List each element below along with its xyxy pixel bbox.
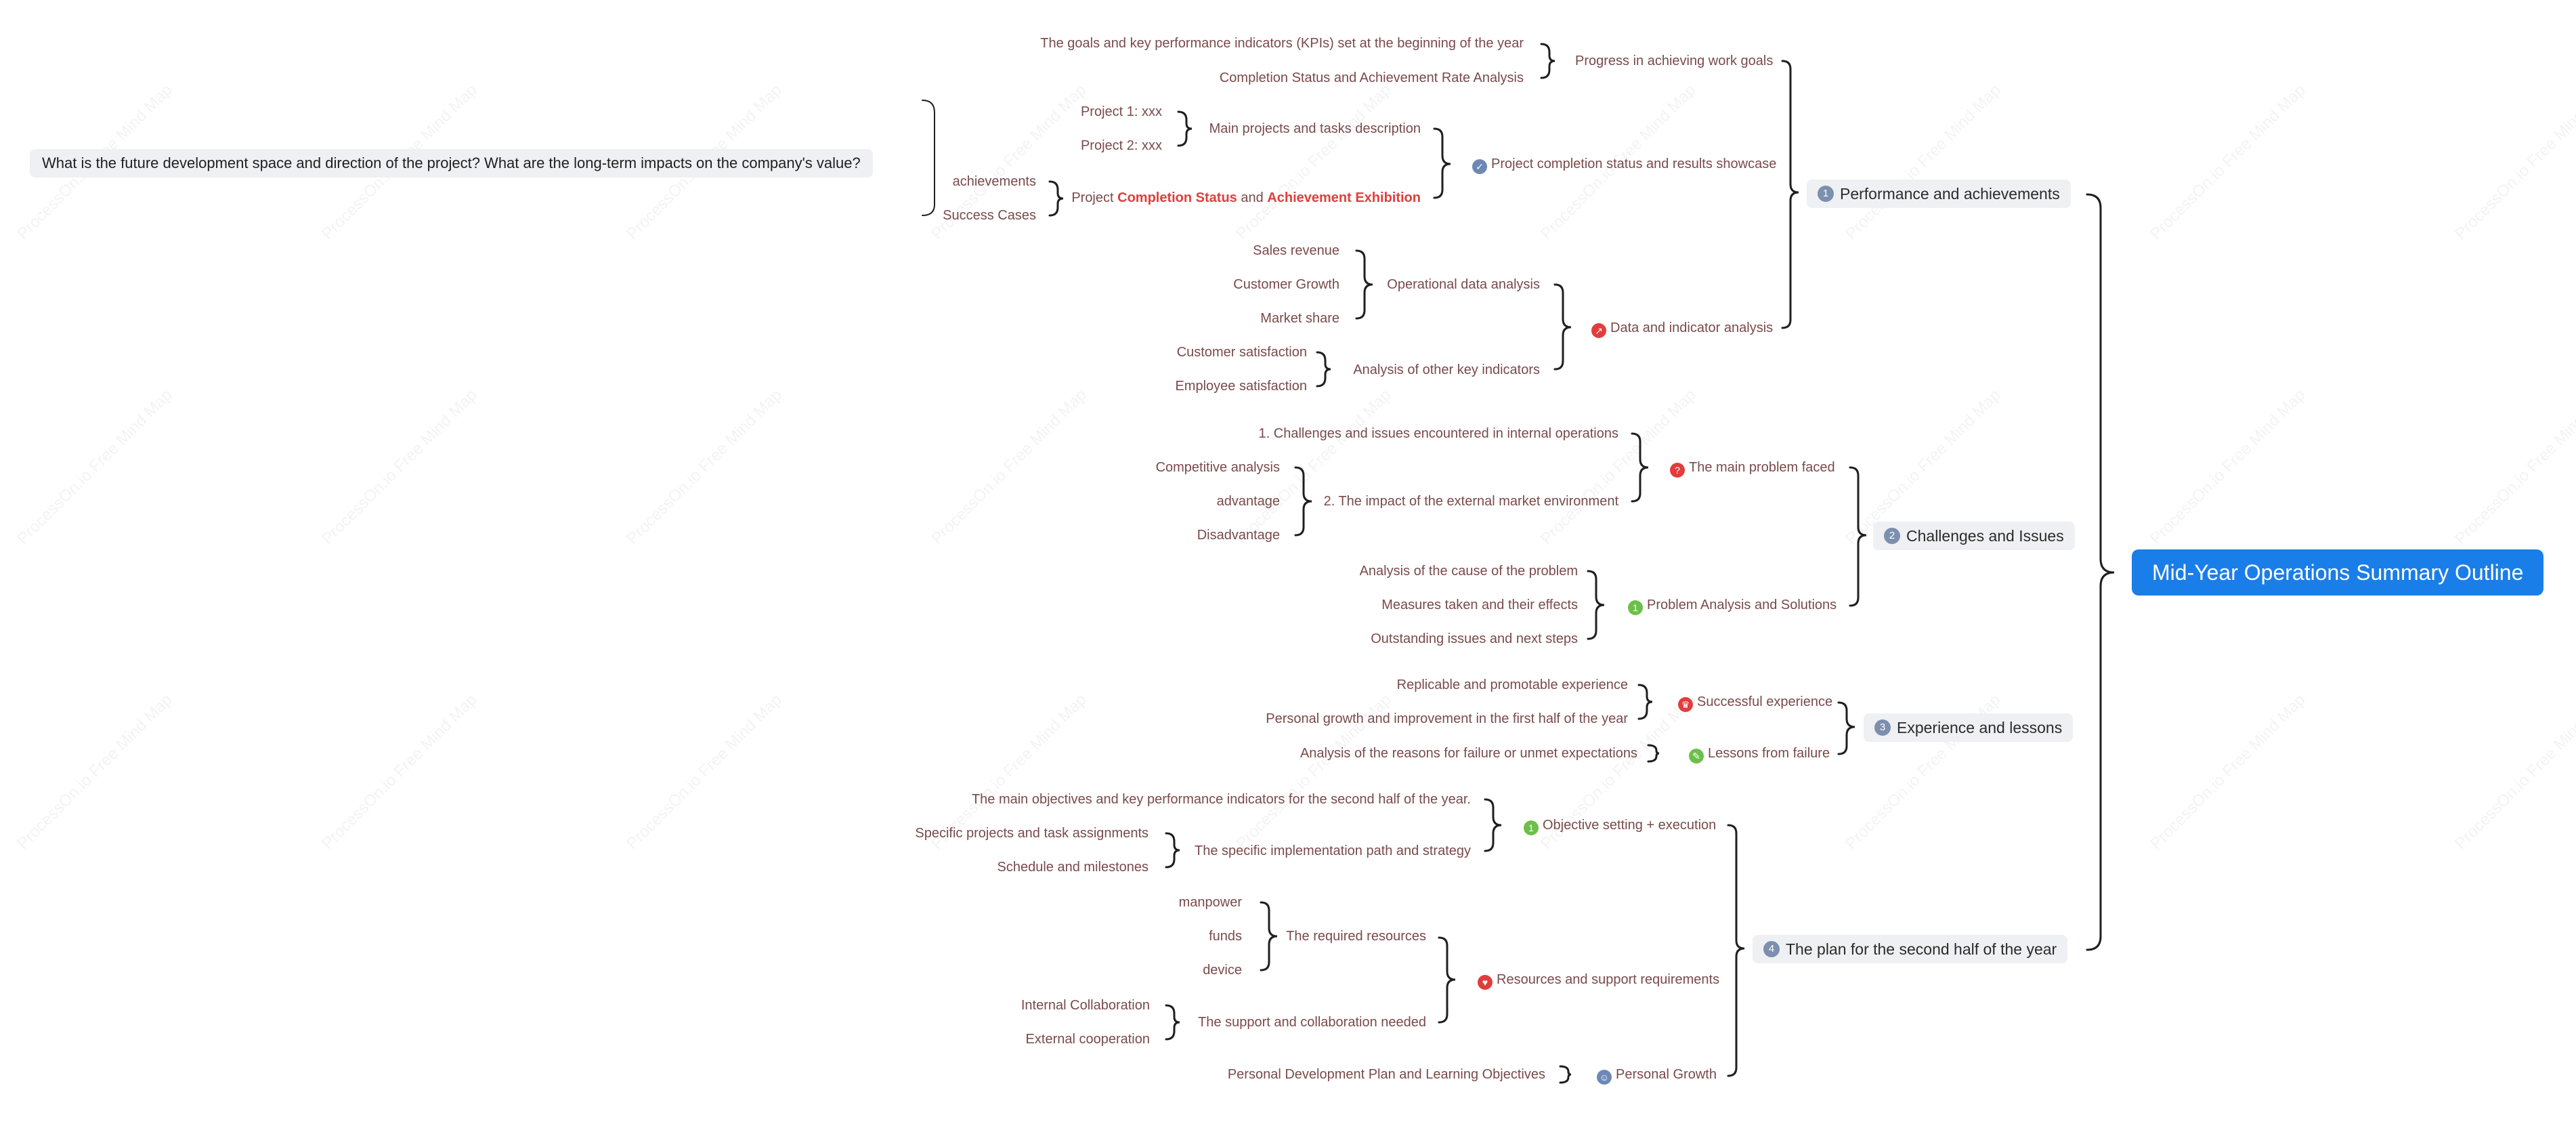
exhibit-and: and bbox=[1237, 190, 1268, 205]
topic-other-indicators[interactable]: Analysis of other key indicators bbox=[1353, 362, 1540, 377]
number-badge-icon: 3 bbox=[1874, 719, 1891, 736]
topic-customer-growth[interactable]: Customer Growth bbox=[1233, 277, 1339, 292]
pencil-icon: ✎ bbox=[1689, 749, 1704, 764]
topic-main-problem[interactable]: ? The main problem faced bbox=[1670, 459, 1835, 478]
crown-icon: ♛ bbox=[1678, 697, 1693, 712]
topic-disadvantage[interactable]: Disadvantage bbox=[1197, 528, 1280, 543]
topic-label: Problem Analysis and Solutions bbox=[1647, 598, 1837, 612]
branch-label: Performance and achievements bbox=[1840, 185, 2060, 203]
check-icon: ✓ bbox=[1472, 159, 1487, 174]
topic-personal-growth[interactable]: ☺ Personal Growth bbox=[1597, 1066, 1717, 1085]
topic-internal-collaboration[interactable]: Internal Collaboration bbox=[1021, 998, 1150, 1013]
number-badge-icon: 1 bbox=[1818, 186, 1834, 202]
topic-cause-analysis[interactable]: Analysis of the cause of the problem bbox=[1359, 564, 1578, 579]
topic-personal-growth-first-half[interactable]: Personal growth and improvement in the f… bbox=[1266, 711, 1628, 726]
branch-label: Challenges and Issues bbox=[1906, 527, 2064, 545]
topic-second-half-objectives[interactable]: The main objectives and key performance … bbox=[971, 792, 1471, 807]
topic-label: Lessons from failure bbox=[1708, 746, 1830, 761]
topic-competitive-analysis[interactable]: Competitive analysis bbox=[1155, 460, 1280, 475]
topic-failure-reasons[interactable]: Analysis of the reasons for failure or u… bbox=[1300, 746, 1637, 761]
topic-label: Project completion status and results sh… bbox=[1491, 156, 1777, 171]
branch-label: The plan for the second half of the year bbox=[1786, 940, 2057, 958]
number-one-icon: 1 bbox=[1524, 820, 1539, 835]
exhibit-pre: Project bbox=[1071, 190, 1118, 205]
topic-advantage[interactable]: advantage bbox=[1216, 494, 1280, 509]
topic-project-2[interactable]: Project 2: xxx bbox=[1080, 138, 1162, 153]
topic-customer-satisfaction[interactable]: Customer satisfaction bbox=[1176, 345, 1307, 360]
topic-objective-setting[interactable]: 1 Objective setting + execution bbox=[1524, 817, 1716, 835]
question-icon: ? bbox=[1670, 463, 1685, 478]
topic-label: Successful experience bbox=[1697, 694, 1833, 709]
topic-progress[interactable]: Progress in achieving work goals bbox=[1575, 54, 1774, 68]
branch-label: Experience and lessons bbox=[1897, 719, 2063, 736]
topic-outstanding-issues[interactable]: Outstanding issues and next steps bbox=[1371, 631, 1578, 646]
topic-device[interactable]: device bbox=[1203, 963, 1242, 978]
topic-market-share[interactable]: Market share bbox=[1260, 311, 1339, 326]
topic-schedule-milestones[interactable]: Schedule and milestones bbox=[997, 860, 1149, 875]
number-badge-icon: 4 bbox=[1763, 941, 1780, 957]
topic-success-cases[interactable]: Success Cases bbox=[943, 208, 1036, 223]
topic-funds[interactable]: funds bbox=[1209, 929, 1242, 944]
topic-kpis[interactable]: The goals and key performance indicators… bbox=[1040, 36, 1524, 51]
branch-performance[interactable]: 1 Performance and achievements bbox=[1807, 180, 2071, 208]
topic-internal-challenges[interactable]: 1. Challenges and issues encountered in … bbox=[1258, 426, 1618, 441]
topic-data-analysis[interactable]: ↗ Data and indicator analysis bbox=[1591, 320, 1773, 338]
branch-experience[interactable]: 3 Experience and lessons bbox=[1864, 713, 2074, 742]
number-badge-icon: 2 bbox=[1884, 528, 1900, 544]
chart-icon: ↗ bbox=[1591, 323, 1606, 338]
topic-external-impact[interactable]: 2. The impact of the external market env… bbox=[1323, 494, 1618, 509]
topic-label: Objective setting + execution bbox=[1543, 818, 1717, 833]
topic-replicable-experience[interactable]: Replicable and promotable experience bbox=[1396, 677, 1628, 692]
topic-lessons-failure[interactable]: ✎ Lessons from failure bbox=[1689, 745, 1830, 764]
topic-label: The main problem faced bbox=[1689, 460, 1835, 475]
topic-development-plan[interactable]: Personal Development Plan and Learning O… bbox=[1227, 1067, 1545, 1082]
topic-resources-support[interactable]: ♥ Resources and support requirements bbox=[1478, 972, 1719, 990]
topic-main-projects[interactable]: Main projects and tasks description bbox=[1209, 121, 1421, 136]
topic-project-1[interactable]: Project 1: xxx bbox=[1080, 104, 1162, 119]
topic-support-collaboration[interactable]: The support and collaboration needed bbox=[1198, 1015, 1426, 1030]
topic-successful-experience[interactable]: ♛ Successful experience bbox=[1678, 694, 1832, 712]
topic-label: Personal Growth bbox=[1616, 1067, 1717, 1082]
topic-project-completion[interactable]: ✓ Project completion status and results s… bbox=[1472, 156, 1776, 174]
topic-project-exhibition[interactable]: Project Completion Status and Achievemen… bbox=[1071, 190, 1421, 206]
exhibit-achievement: Achievement Exhibition bbox=[1267, 190, 1421, 205]
floating-note[interactable]: What is the future development space and… bbox=[30, 149, 873, 177]
number-one-icon: 1 bbox=[1628, 600, 1643, 615]
topic-label: Resources and support requirements bbox=[1497, 972, 1720, 987]
topic-sales-revenue[interactable]: Sales revenue bbox=[1253, 243, 1339, 258]
topic-measures-taken[interactable]: Measures taken and their effects bbox=[1381, 598, 1578, 612]
topic-operational-data[interactable]: Operational data analysis bbox=[1387, 277, 1540, 292]
topic-required-resources[interactable]: The required resources bbox=[1286, 929, 1426, 944]
topic-manpower[interactable]: manpower bbox=[1178, 895, 1242, 910]
topic-completion-rate[interactable]: Completion Status and Achievement Rate A… bbox=[1219, 70, 1524, 85]
topic-external-cooperation[interactable]: External cooperation bbox=[1025, 1032, 1150, 1047]
topic-problem-analysis[interactable]: 1 Problem Analysis and Solutions bbox=[1628, 597, 1837, 615]
person-icon: ☺ bbox=[1597, 1070, 1612, 1085]
topic-achievements[interactable]: achievements bbox=[952, 174, 1036, 189]
branch-second-half-plan[interactable]: 4 The plan for the second half of the ye… bbox=[1753, 935, 2068, 963]
topic-project-assignments[interactable]: Specific projects and task assignments bbox=[915, 826, 1149, 841]
topic-label: Data and indicator analysis bbox=[1610, 320, 1774, 335]
branch-challenges[interactable]: 2 Challenges and Issues bbox=[1873, 522, 2075, 550]
root-topic[interactable]: Mid-Year Operations Summary Outline bbox=[2132, 549, 2544, 596]
topic-implementation-path[interactable]: The specific implementation path and str… bbox=[1195, 843, 1471, 858]
heart-icon: ♥ bbox=[1478, 975, 1493, 990]
exhibit-completion-status: Completion Status bbox=[1117, 190, 1237, 205]
topic-employee-satisfaction[interactable]: Employee satisfaction bbox=[1175, 379, 1307, 394]
